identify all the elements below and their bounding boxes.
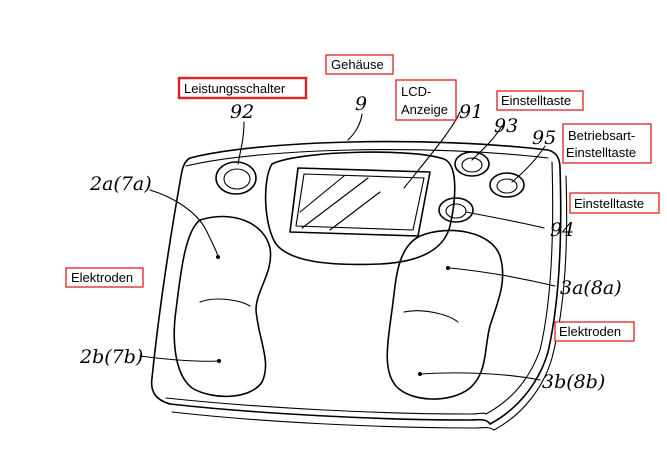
scale-housing: [150, 140, 568, 431]
ref-2a-7a: 2a(7a): [89, 173, 152, 195]
ref-94: 94: [550, 219, 574, 241]
svg-text:LCD-: LCD-: [401, 84, 431, 99]
label-gehaeuse: Gehäuse: [325, 54, 394, 75]
power-switch[interactable]: [215, 161, 257, 195]
label-leistungsschalter: Leistungsschalter: [177, 76, 308, 100]
svg-text:Einstelltaste: Einstelltaste: [574, 196, 644, 211]
left-foot-pad: [173, 215, 272, 398]
svg-text:Anzeige: Anzeige: [401, 102, 448, 117]
label-elektroden-right: Elektroden: [554, 321, 635, 342]
ref-3a-8a: 3a(8a): [560, 277, 622, 299]
leader-lines: [139, 111, 556, 381]
svg-text:Einstelltaste: Einstelltaste: [566, 145, 636, 160]
adjust-button-94[interactable]: [438, 197, 474, 223]
label-einstelltaste-top: Einstelltaste: [496, 90, 584, 111]
ref-2b-7b: 2b(7b): [79, 346, 143, 368]
right-foot-pad: [386, 229, 504, 400]
label-einstelltaste-right: Einstelltaste: [569, 192, 660, 214]
svg-text:Einstelltaste: Einstelltaste: [501, 93, 571, 108]
mode-button-95[interactable]: [489, 172, 525, 198]
svg-text:Elektroden: Elektroden: [71, 270, 133, 285]
label-betriebsart: Betriebsart- Einstelltaste: [562, 123, 652, 164]
ref-92: 92: [230, 101, 254, 123]
svg-text:Gehäuse: Gehäuse: [331, 57, 384, 72]
electrode-dot-3b: [418, 372, 422, 376]
electrode-dot-3a: [446, 266, 450, 270]
ref-3b-8b: 3b(8b): [542, 371, 605, 393]
ref-9: 9: [355, 93, 367, 115]
ref-95: 95: [532, 127, 556, 149]
svg-text:Elektroden: Elektroden: [559, 324, 621, 339]
display-housing: [264, 151, 456, 266]
adjust-button-93[interactable]: [454, 151, 490, 177]
electrode-dot-2a: [216, 255, 220, 259]
label-lcd-anzeige: LCD- Anzeige: [395, 79, 457, 121]
lcd-display: [289, 167, 431, 237]
ref-91: 91: [459, 101, 483, 123]
svg-text:Betriebsart-: Betriebsart-: [568, 128, 635, 143]
svg-text:Leistungsschalter: Leistungsschalter: [184, 81, 286, 96]
label-elektroden-left: Elektroden: [65, 267, 144, 288]
electrode-dot-2b: [217, 359, 221, 363]
ref-93: 93: [494, 115, 518, 137]
